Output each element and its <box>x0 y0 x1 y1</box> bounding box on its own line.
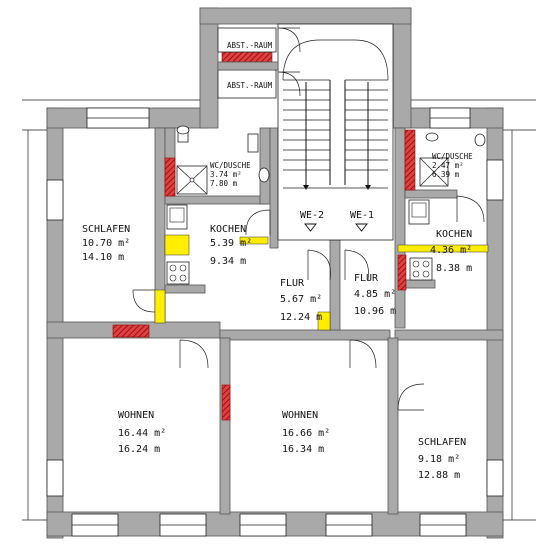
wohnen-left-area: 16.44 m² <box>118 428 166 439</box>
kochen-right-area: 4.36 m² <box>430 245 472 256</box>
storage-upper-label: ABST.-RAUM <box>227 41 273 50</box>
flur-right-area: 4.85 m² <box>354 289 396 300</box>
flur-right-perimeter: 10.96 m <box>354 306 396 317</box>
labels: ABST.-RAUM ABST.-RAUM WE-2 WE-1 SCHLAFEN… <box>82 41 473 481</box>
schlafen-right-perimeter: 12.88 m <box>418 470 460 481</box>
wohnen-left-perimeter: 16.24 m <box>118 444 160 455</box>
interior-walls <box>46 127 504 515</box>
unit-left-label: WE-2 <box>300 210 324 221</box>
wohnen-mid-area: 16.66 m² <box>282 428 330 439</box>
kochen-left-name: KOCHEN <box>210 224 246 235</box>
staircase <box>277 23 394 241</box>
kochen-left-perimeter: 9.34 m <box>210 256 246 267</box>
schlafen-right-name: SCHLAFEN <box>418 437 466 448</box>
storage-rooms <box>217 27 301 99</box>
yellow-patches <box>154 234 489 331</box>
kochen-left-area: 5.39 m² <box>210 238 252 249</box>
wc-left-area: 3.74 m² <box>210 170 242 179</box>
wc-right-area: 2.47 m² <box>432 161 464 170</box>
wc-right-name: WC/DUSCHE <box>432 152 473 161</box>
unit-right-label: WE-1 <box>350 210 374 221</box>
schlafen-left-area: 10.70 m² <box>82 238 130 249</box>
schlafen-left-perimeter: 14.10 m <box>82 252 124 263</box>
schlafen-right-area: 9.18 m² <box>418 454 460 465</box>
storage-lower-label: ABST.-RAUM <box>227 81 273 90</box>
wc-left-perimeter: 7.80 m <box>210 179 238 188</box>
doors <box>132 195 485 411</box>
kochen-right-name: KOCHEN <box>436 229 472 240</box>
schlafen-left-name: SCHLAFEN <box>82 224 130 235</box>
unit-markers <box>304 223 368 232</box>
windows <box>46 107 504 537</box>
flur-left-area: 5.67 m² <box>280 294 322 305</box>
flur-left-name: FLUR <box>280 278 305 289</box>
kochen-right-perimeter: 8.38 m <box>436 263 472 274</box>
fixtures <box>166 125 486 285</box>
flur-left-perimeter: 12.24 m <box>280 312 322 323</box>
wc-left-name: WC/DUSCHE <box>210 161 251 170</box>
flur-right-name: FLUR <box>354 273 379 284</box>
wohnen-mid-perimeter: 16.34 m <box>282 444 324 455</box>
wohnen-left-name: WOHNEN <box>118 410 154 421</box>
wc-right-perimeter: 6.39 m <box>432 170 460 179</box>
wohnen-mid-name: WOHNEN <box>282 410 318 421</box>
